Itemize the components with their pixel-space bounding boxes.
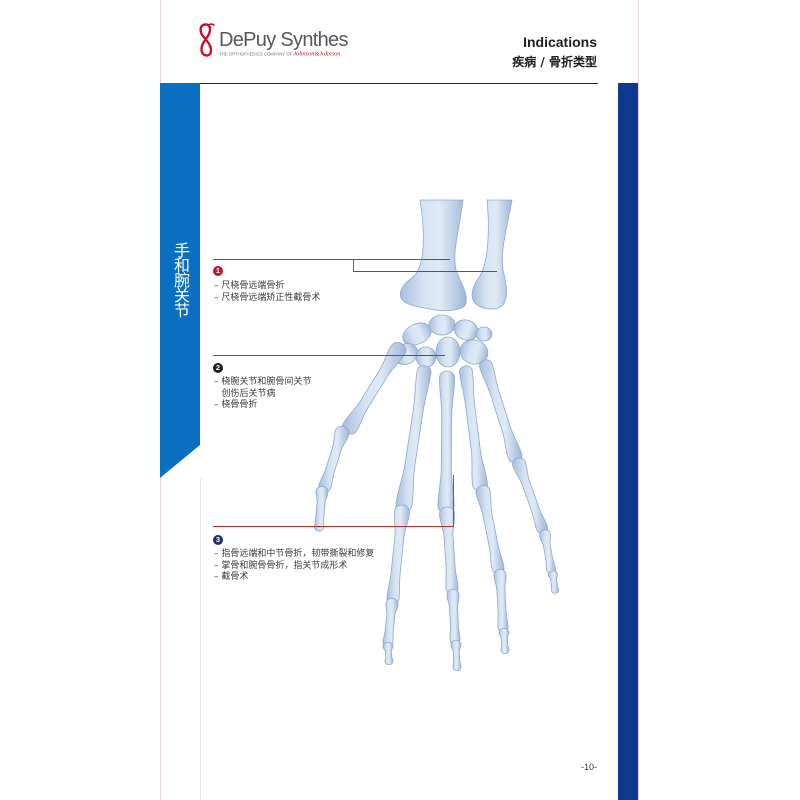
callout-1-pointer-ulna bbox=[353, 259, 497, 272]
thumb-proximal-phalanx-bone bbox=[318, 426, 350, 493]
callout-1-text: – 尺桡骨远端骨折 – 尺桡骨远端矫正性截骨术 bbox=[214, 281, 320, 304]
page-subtitle: 疾病 / 骨折类型 bbox=[512, 55, 597, 69]
metacarpal-and-phalanx-bones bbox=[314, 341, 559, 672]
callout-3-line-2: – 掌骨和腕骨骨折，指关节成形术 bbox=[214, 560, 348, 571]
page-border-right bbox=[638, 0, 639, 800]
callout-3-line-1: – 指骨远端和中节骨折，韧带撕裂和修复 bbox=[214, 549, 375, 559]
forearm-bones bbox=[399, 199, 513, 311]
hamate-bone bbox=[459, 339, 489, 365]
page-title: Indications bbox=[523, 34, 597, 50]
little-distal-phalanx-bone bbox=[548, 570, 559, 594]
page-number: -10- bbox=[580, 762, 597, 772]
thumb-metacarpal-bone bbox=[342, 341, 407, 435]
brand-name: DePuy Synthes bbox=[219, 29, 348, 51]
side-section-tab-label: 手和腕关节 bbox=[171, 242, 190, 317]
little-middle-phalanx-bone bbox=[539, 529, 556, 574]
header-divider bbox=[200, 83, 598, 84]
depuy-synthes-logo-icon bbox=[199, 23, 215, 57]
callout-2-line-3: – 桡骨骨折 bbox=[214, 400, 258, 410]
callout-2-line-2: 创伤后关节病 bbox=[221, 388, 276, 399]
middle-proximal-phalanx-bone bbox=[439, 506, 459, 594]
parent-company-logo-text: Johnson&Johnson bbox=[293, 49, 341, 57]
ring-proximal-phalanx-bone bbox=[475, 485, 505, 574]
callout-3-pointer bbox=[213, 475, 454, 527]
callout-2-marker: 2 bbox=[213, 363, 223, 373]
pisiform-bone bbox=[475, 326, 493, 342]
callout-3-text: – 指骨远端和中节骨折，韧带撕裂和修复 – 掌骨和腕骨骨折，指关节成形术 – 截… bbox=[214, 549, 374, 584]
little-metacarpal-bone bbox=[479, 359, 523, 463]
middle-middle-phalanx-bone bbox=[446, 589, 461, 645]
ring-middle-phalanx-bone bbox=[493, 569, 509, 633]
ring-distal-phalanx-bone bbox=[498, 627, 510, 655]
callout-1-line-1: – 尺桡骨远端骨折 bbox=[214, 281, 285, 291]
thumb-distal-phalanx-bone bbox=[314, 486, 329, 532]
carpal-bones bbox=[394, 314, 493, 368]
index-metacarpal-bone bbox=[395, 365, 432, 512]
callout-2-line-1: – 桡腕关节和腕骨间关节 bbox=[214, 377, 312, 387]
middle-distal-phalanx-bone bbox=[450, 639, 462, 672]
callout-1-marker: 1 bbox=[213, 266, 223, 276]
right-edge-bar bbox=[618, 83, 638, 800]
index-distal-phalanx-bone bbox=[382, 641, 394, 666]
index-proximal-phalanx-bone bbox=[386, 504, 410, 604]
callout-3-marker: 3 bbox=[213, 535, 223, 545]
callout-3-line-3: – 截骨术 bbox=[214, 572, 249, 582]
radius-bone bbox=[399, 199, 467, 311]
callout-2-text: – 桡腕关节和腕骨间关节 创伤后关节病 – 桡骨骨折 bbox=[214, 377, 311, 412]
little-proximal-phalanx-bone bbox=[512, 457, 548, 534]
side-section-tab: 手和腕关节 bbox=[160, 83, 200, 478]
index-middle-phalanx-bone bbox=[382, 598, 399, 648]
ring-metacarpal-bone bbox=[459, 365, 488, 492]
middle-metacarpal-bone bbox=[437, 370, 455, 514]
ulna-bone bbox=[471, 199, 513, 310]
brand-tagline-text: THE ORTHOPAEDICS COMPANY OF bbox=[219, 51, 293, 57]
brand-tagline: THE ORTHOPAEDICS COMPANY OFJohnson&Johns… bbox=[219, 50, 340, 58]
callout-1-line-2: – 尺桡骨远端矫正性截骨术 bbox=[214, 292, 321, 303]
page-inner-edge bbox=[200, 478, 201, 800]
